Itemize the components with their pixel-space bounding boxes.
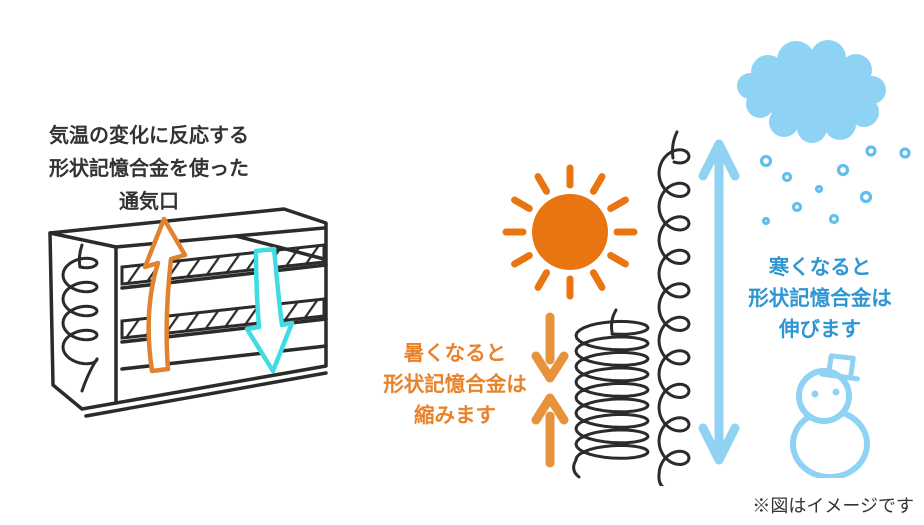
vent-caption-line: 通気口 [119,191,179,213]
cold-caption: 寒くなると 形状記憶合金は 伸びます [722,252,918,345]
snow-cloud-icon [737,40,886,143]
vent-spring-icon [61,243,99,393]
cold-caption-line: 伸びます [779,318,861,341]
vent-down-arrow-icon [244,246,295,374]
cold-caption-line: 形状記憶合金は [748,287,892,310]
hot-caption-line: 縮みます [414,404,496,427]
hot-caption-line: 形状記憶合金は [383,373,527,396]
sun-icon [502,164,638,300]
sun-rays [502,164,638,300]
compressed-spring-icon [572,308,650,479]
cold-caption-line: 寒くなると [768,256,872,279]
vent-caption: 気温の変化に反応する 形状記憶合金を使った 通気口 [28,120,270,219]
vent-caption-line: 形状記憶合金を使った [49,158,249,180]
expand-arrow-icon [698,139,740,465]
compress-arrows-icon [531,312,569,468]
hot-caption-line: 暑くなると [403,342,507,365]
snowman-eyes [811,388,840,398]
sun-body [532,194,608,270]
snowflake-dots [759,145,911,226]
vent-up-arrow-icon [142,216,188,374]
vent-illustration [48,207,328,418]
snowman-icon [790,353,870,478]
hot-caption: 暑くなると 形状記憶合金は 縮みます [372,338,538,431]
snowman-hat [819,353,860,382]
vent-caption-line: 気温の変化に反応する [49,125,249,147]
stretched-spring-icon [657,130,691,486]
image-disclaimer: ※図はイメージです [752,496,914,516]
